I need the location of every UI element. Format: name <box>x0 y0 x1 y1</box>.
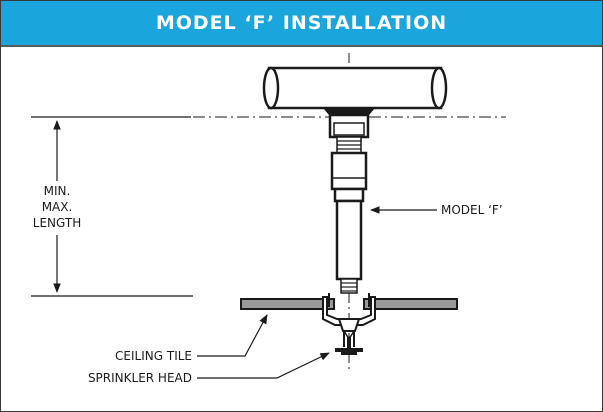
upper-thread <box>336 136 362 154</box>
label-model: MODEL ‘F’ <box>441 203 503 217</box>
label-sprinkler-head: SPRINKLER HEAD <box>88 371 192 385</box>
supply-pipe <box>262 66 448 110</box>
label-ceiling-tile: CEILING TILE <box>115 349 192 363</box>
label-length: LENGTH <box>33 216 81 230</box>
header-divider <box>1 45 602 47</box>
lower-thread <box>340 278 358 294</box>
sprinkler-head-leader <box>197 352 330 379</box>
label-min: MIN. <box>44 184 71 198</box>
model-f-upper-body <box>330 151 368 203</box>
label-max: MAX. <box>42 200 73 214</box>
sprinkler-head <box>335 318 363 355</box>
diagram-title: MODEL ‘F’ INSTALLATION <box>1 1 602 45</box>
pipe-outlet-fitting <box>323 108 375 139</box>
ceiling-tile-left <box>240 298 335 310</box>
ceiling-tile-right <box>363 298 458 310</box>
model-f-drop-tube <box>335 199 363 281</box>
ceiling-tile-leader <box>197 314 268 357</box>
